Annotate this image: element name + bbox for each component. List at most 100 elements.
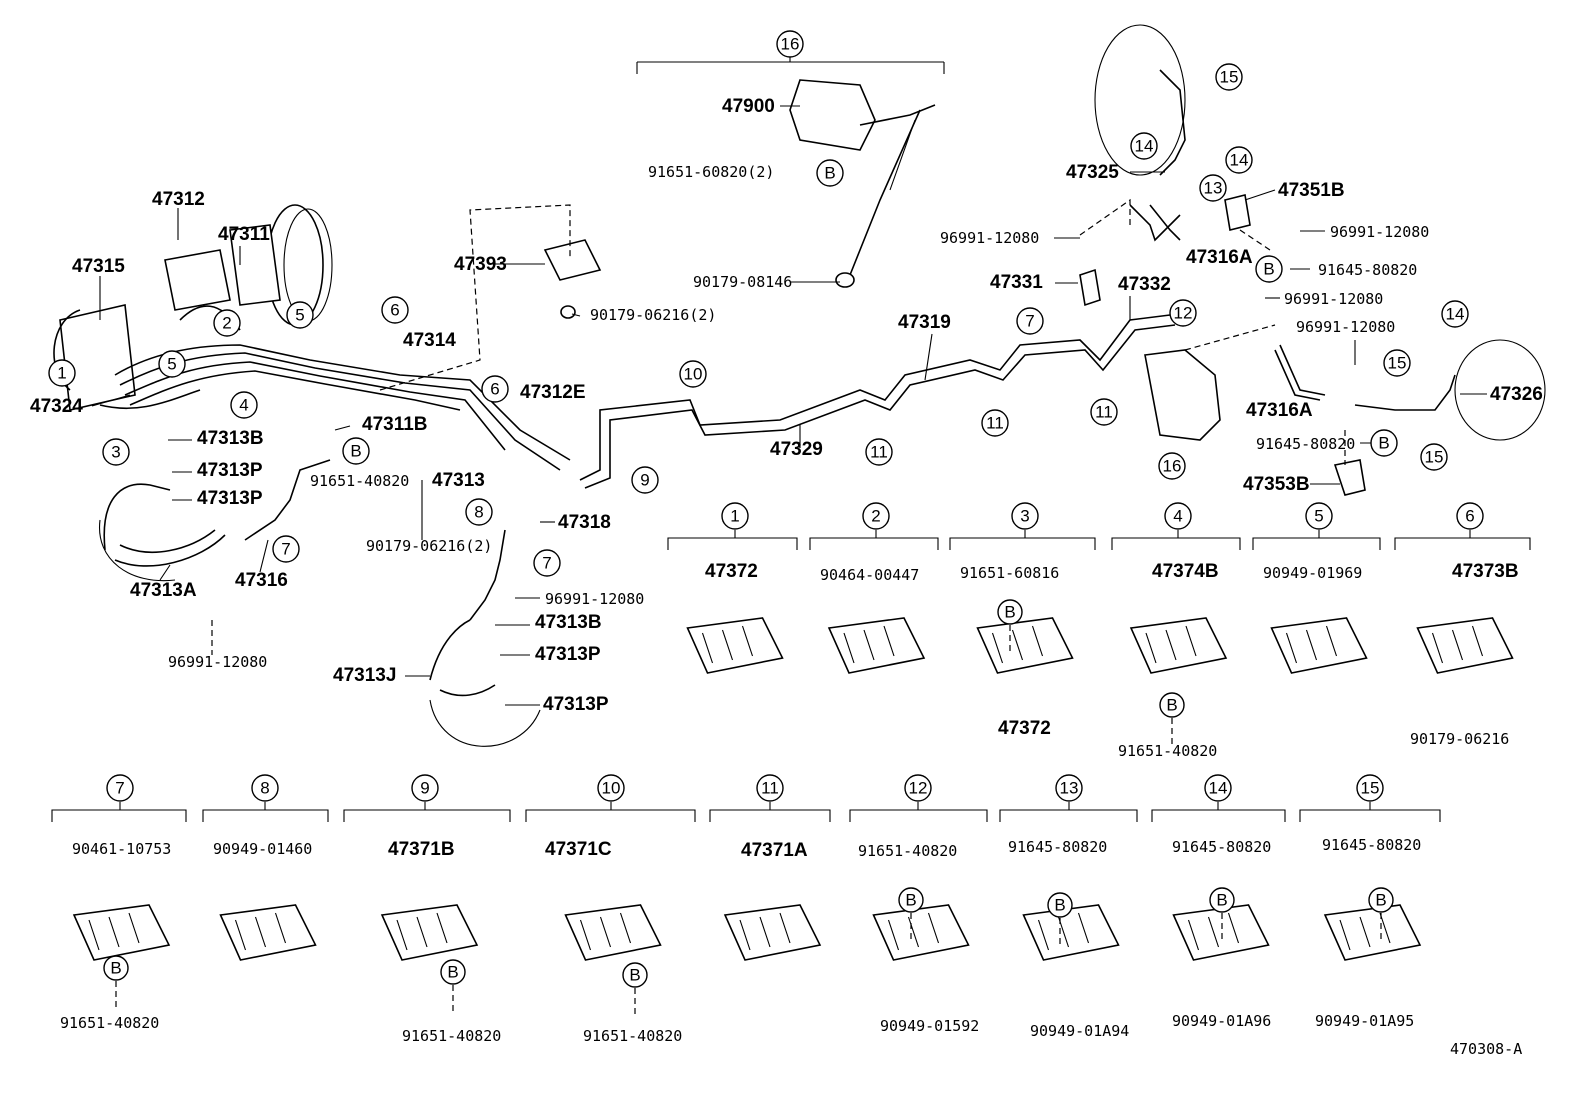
svg-text:5: 5	[167, 355, 176, 374]
part-label: 47332	[1118, 274, 1171, 295]
callout-11c: 11	[1090, 398, 1118, 426]
callout-b-47900: B	[816, 159, 844, 187]
svg-text:B: B	[1216, 891, 1227, 910]
clamp-part-shape	[1022, 904, 1120, 961]
clamp-part-shape	[1172, 904, 1270, 961]
part-label: 96991-12080	[1296, 318, 1395, 336]
svg-text:14: 14	[1446, 305, 1465, 324]
callout-7b: 7	[533, 549, 561, 577]
svg-text:12: 12	[909, 779, 928, 798]
svg-text:9: 9	[420, 779, 429, 798]
main-labels: 47312 47311 47315 47324 47313B 47313P 47…	[30, 96, 1543, 1058]
callout-7a: 7	[272, 535, 300, 563]
part-label: 47329	[770, 439, 823, 460]
callout-15b: 15	[1383, 349, 1411, 377]
callout-b-47351B: B	[1255, 255, 1283, 283]
part-label: 47331	[990, 272, 1043, 293]
callout-16-top: 16	[776, 30, 804, 58]
master-cylinder-assembly	[53, 204, 333, 411]
part-label: 47393	[454, 254, 507, 275]
clamp-part-shape	[686, 617, 784, 674]
part-label: 47313P	[535, 644, 601, 665]
front-right-hose	[429, 529, 541, 747]
part-label: 47313J	[333, 665, 396, 686]
part-label: 47353B	[1243, 474, 1310, 495]
svg-text:B: B	[1263, 260, 1274, 279]
drawing-code: 470308-A	[1450, 1040, 1522, 1058]
svg-text:B: B	[110, 959, 121, 978]
part-label: 47313B	[197, 428, 264, 449]
svg-text:15: 15	[1425, 448, 1444, 467]
callout-b-47311B: B	[342, 437, 370, 465]
part-label: 47315	[72, 256, 125, 277]
panel-part-label: 90949-01460	[213, 840, 312, 858]
callout-10: 10	[679, 360, 707, 388]
part-label: 90179-06216(2)	[590, 306, 716, 324]
part-label: 47351B	[1278, 180, 1345, 201]
part-label: 90179-06216(2)	[366, 537, 492, 555]
svg-text:3: 3	[111, 443, 120, 462]
svg-text:14: 14	[1209, 779, 1228, 798]
clamp-part-shape	[380, 904, 479, 961]
svg-text:1: 1	[57, 364, 66, 383]
panel-number: 11	[756, 774, 784, 802]
part-label: 47326	[1490, 384, 1543, 405]
clamp-part-shape	[564, 904, 662, 961]
svg-text:7: 7	[542, 554, 551, 573]
svg-text:10: 10	[602, 779, 621, 798]
callout-1: 1	[48, 359, 76, 387]
panel-part-label: 90949-01A94	[1030, 1022, 1129, 1040]
part-label: 91645-80820	[1318, 261, 1417, 279]
panel-part-label: 47371A	[741, 840, 808, 861]
panel-part-label: 90949-01592	[880, 1017, 979, 1035]
part-label: 96991-12080	[1330, 223, 1429, 241]
part-label: 96991-12080	[168, 653, 267, 671]
panel-part-label: 91651-40820	[858, 842, 957, 860]
svg-text:11: 11	[870, 443, 888, 462]
svg-text:B: B	[1166, 696, 1177, 715]
part-label: 47325	[1066, 162, 1119, 183]
svg-text:10: 10	[684, 365, 703, 384]
svg-text:B: B	[905, 891, 916, 910]
panel-bracket	[1151, 809, 1286, 822]
clamp-part-shape	[723, 904, 822, 961]
panel-part-label: 47373B	[1452, 561, 1519, 582]
panel-part-label: 47374B	[1152, 561, 1219, 582]
callout-16b: 16	[1158, 452, 1186, 480]
detail-panel-11: 11 47371A	[709, 774, 831, 961]
bracket-47393	[379, 204, 602, 391]
panel-part-label: 91651-60816	[960, 564, 1059, 582]
panel-number: 2	[862, 502, 890, 530]
panel-bracket	[202, 809, 329, 822]
panel-number: 10	[597, 774, 625, 802]
callout-11b: 11	[981, 409, 1009, 437]
svg-text:9: 9	[640, 471, 649, 490]
clamp-part-shape	[1416, 617, 1514, 674]
callout-4: 4	[230, 391, 258, 419]
clamp-part-shape	[1270, 617, 1368, 674]
svg-text:B: B	[1375, 891, 1386, 910]
svg-text:B: B	[629, 966, 640, 985]
svg-text:11: 11	[986, 414, 1004, 433]
panel-bracket	[849, 809, 988, 822]
callout-8: 8	[465, 498, 493, 526]
part-label: 47312	[152, 189, 205, 210]
clamp-part-shape	[219, 904, 317, 961]
panel-part-label: 91651-40820	[583, 1027, 682, 1045]
part-label: 47311	[218, 224, 270, 245]
detail-panel-12: 12 91651-40820 90949-01592 B	[849, 774, 988, 1035]
svg-text:B: B	[824, 164, 835, 183]
part-label: 47318	[558, 512, 611, 533]
callout-b-47353B: B	[1370, 429, 1398, 457]
svg-text:2: 2	[222, 314, 231, 333]
panel-number: 1	[721, 502, 749, 530]
part-label: 96991-12080	[1284, 290, 1383, 308]
part-label: 47313	[432, 470, 485, 491]
